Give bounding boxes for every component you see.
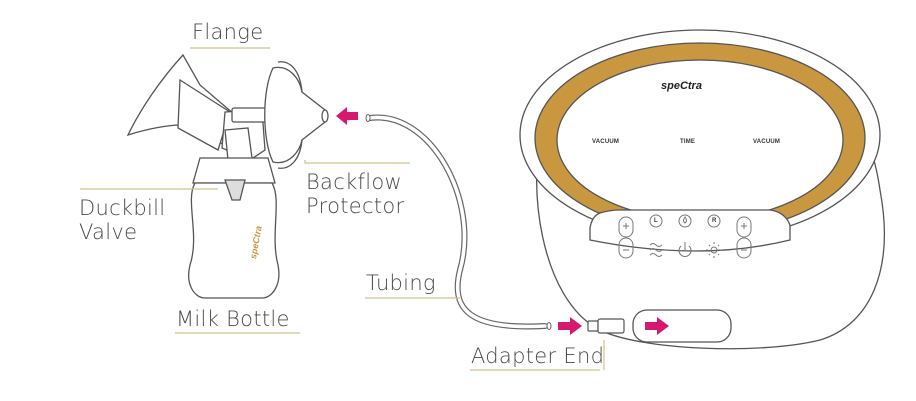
vacuum-left-up-button [618, 216, 634, 238]
light-icon [710, 246, 718, 254]
button-l-ring [649, 214, 663, 228]
leader-lines [80, 47, 605, 371]
arrow-port [645, 317, 669, 335]
arrow-backflow [336, 107, 358, 125]
arrow-adapter [558, 317, 582, 335]
panel-time-label: TIME [680, 139, 696, 145]
connector-stem [231, 107, 268, 123]
backflow-protector-outer [264, 66, 326, 164]
bottle-body [188, 182, 280, 299]
tubing-inner [368, 115, 547, 329]
vacuum-right-up-button [736, 216, 752, 238]
plus-icon [623, 223, 747, 229]
droplet-button-ring [678, 214, 692, 228]
flange-label: Flange [192, 20, 264, 44]
pump-brand-logo: speCtra [661, 80, 702, 92]
milk-bottle-label: Milk Bottle [176, 307, 290, 331]
duckbill-valve-label-line1: Duckbill [79, 196, 166, 220]
backflow-protector-label-line2: Protector [306, 194, 405, 218]
flow-arrows [336, 107, 669, 335]
light-icon-rays [706, 242, 722, 258]
flange-neck [177, 78, 231, 151]
panel-vacuum-right-label: VACUUM [753, 139, 781, 145]
backflow-protector-tip [321, 109, 329, 123]
tubing-label: Tubing [366, 271, 436, 295]
bottle-cap [192, 157, 276, 184]
adapter-end [587, 318, 625, 334]
vacuum-right-down-button [736, 237, 752, 259]
control-buttons [618, 214, 752, 259]
adapter-body [597, 318, 625, 334]
tubing-end-top [365, 114, 371, 122]
breast-shield-assembly [126, 53, 329, 299]
button-r-label: R [712, 218, 717, 224]
backflow-protector-label-line1: Backflow [306, 170, 402, 194]
tubing [365, 114, 552, 330]
vacuum-left-down-button [618, 237, 634, 259]
wave-icon [649, 243, 663, 257]
tubing-end-bottom [546, 322, 552, 330]
adapter-end-label: Adapter End [471, 344, 605, 368]
power-icon [678, 242, 692, 257]
droplet-icon [683, 216, 687, 224]
duckbill-valve-label-line2: Valve [79, 220, 138, 244]
backflow-leader [304, 160, 410, 164]
button-l-label: L [654, 218, 658, 224]
panel-vacuum-left-label: VACUUM [592, 139, 620, 145]
connector-lower [224, 127, 253, 161]
pump-unit [519, 29, 885, 350]
button-r-ring [707, 214, 721, 228]
duckbill-valve [224, 179, 246, 201]
adapter-tip [587, 320, 599, 332]
control-panel [589, 209, 791, 252]
backflow-protector-ring [277, 61, 303, 169]
